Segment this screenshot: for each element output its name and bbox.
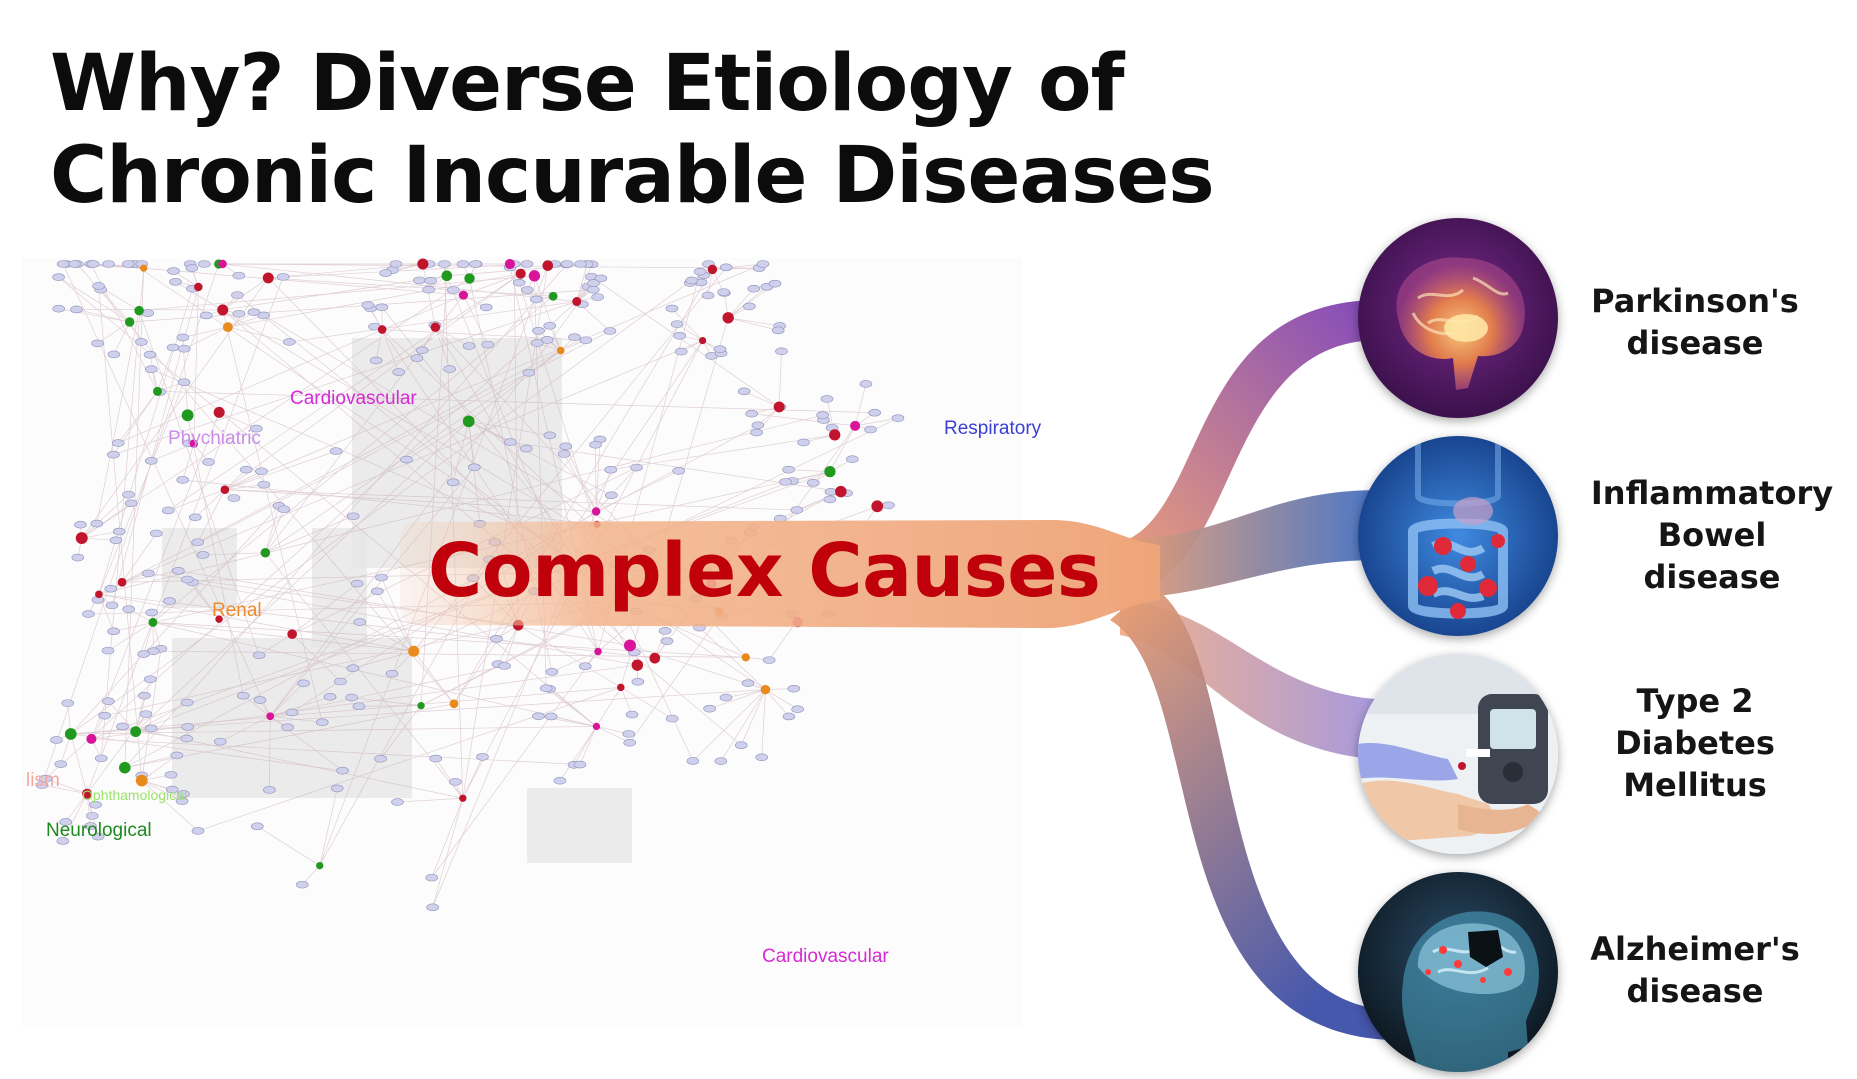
title-line-2: Chronic Incurable Diseases [50, 131, 1215, 221]
region-label-neurological: Neurological [46, 820, 152, 841]
alzheimers-image [1358, 872, 1558, 1072]
region-label-psychiatric: Phychiatric [168, 428, 261, 449]
head-brain-icon [1358, 872, 1558, 1072]
ibd-image [1358, 436, 1558, 636]
brain-icon [1358, 218, 1558, 418]
ribbon-alzheimers [1110, 585, 1390, 1040]
disease-label-t2d: Type 2 Diabetes Mellitus [1615, 682, 1775, 804]
region-label-cardio-top: Cardiovascular [290, 388, 417, 409]
t2d-image [1358, 654, 1558, 854]
parkinsons-image [1358, 218, 1558, 418]
glucometer-icon [1358, 654, 1558, 854]
complex-causes-band [400, 520, 1160, 629]
region-label-ophthalmological: Ophthamological [82, 787, 188, 803]
region-label-cardio-bottom: Cardiovascular [762, 946, 889, 967]
disease-network-panel [22, 258, 1022, 1028]
disease-label-ibd: Inflammatory Bowel disease [1590, 474, 1834, 596]
region-label-renal: Renal [212, 600, 262, 621]
region-label-metabolism: lism [26, 770, 60, 791]
complex-causes-label: Complex Causes [428, 528, 1101, 614]
bowel-icon [1358, 436, 1558, 636]
ribbon-ibd [1110, 490, 1380, 600]
title-line-1: Why? Diverse Etiology of [50, 39, 1125, 129]
page-title: Why? Diverse Etiology of Chronic Incurab… [50, 38, 1215, 222]
disease-label-alzheimers: Alzheimer's disease [1590, 930, 1800, 1010]
disease-label-parkinsons: Parkinson's disease [1591, 282, 1799, 362]
ribbon-parkinsons [1110, 300, 1380, 585]
region-label-respiratory: Respiratory [944, 418, 1042, 439]
